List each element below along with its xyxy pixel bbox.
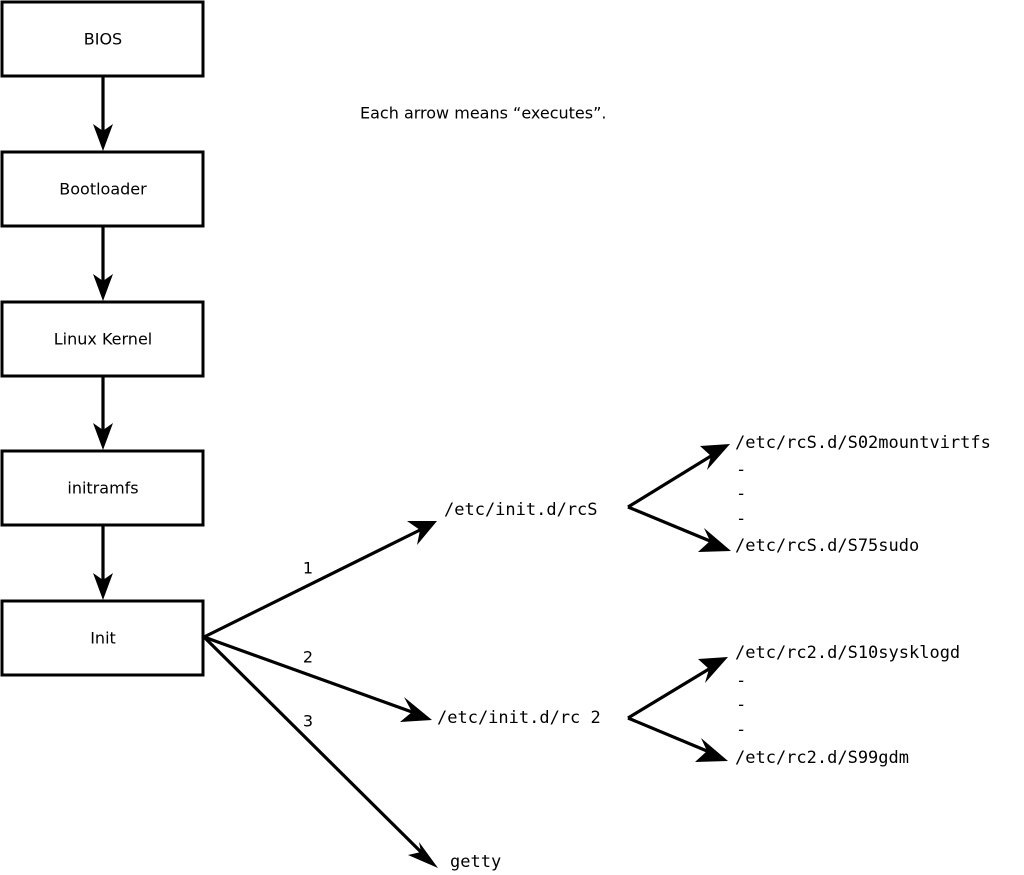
- branch-number-3: 3: [303, 712, 313, 731]
- connector-rcs-to-last-script: [627, 505, 731, 552]
- boot-chain-connectors: [93, 76, 113, 600]
- init-fanout-connectors: [202, 521, 438, 868]
- arrow-head-icon: [408, 842, 438, 868]
- label-getty[interactable]: getty: [450, 852, 501, 872]
- arrow-head-icon: [93, 423, 113, 450]
- box-label-bootloader: Bootloader: [59, 180, 147, 199]
- box-linux-kernel[interactable]: Linux Kernel: [0, 300, 205, 378]
- connector-init-to-rc2: [203, 635, 432, 722]
- box-initramfs[interactable]: initramfs: [0, 449, 205, 527]
- label-rcs-last-script[interactable]: /etc/rcS.d/S75sudo: [735, 536, 919, 556]
- connector-bios-to-bootloader: [93, 76, 113, 151]
- rcs-ellipsis-dash-3: -: [736, 509, 746, 529]
- label-rc2-first-script[interactable]: /etc/rc2.d/S10sysklogd: [735, 643, 960, 663]
- branch-number-1: 1: [303, 559, 313, 578]
- arrow-head-icon: [400, 697, 432, 722]
- connector-init-to-rcs: [203, 521, 437, 639]
- rc2-ellipsis-dash-2: -: [736, 695, 746, 715]
- connector-rc2-to-first-script: [627, 657, 728, 720]
- arrow-head-icon: [695, 738, 728, 762]
- box-bootloader[interactable]: Bootloader: [0, 150, 205, 228]
- label-rc2-last-script[interactable]: /etc/rc2.d/S99gdm: [735, 748, 909, 768]
- box-bios[interactable]: BIOS: [0, 0, 205, 78]
- arrow-head-icon: [700, 444, 730, 470]
- label-rcs-first-script[interactable]: /etc/rcS.d/S02mountvirtfs: [735, 433, 991, 453]
- connector-initramfs-to-init: [93, 525, 113, 600]
- connector-rc2-to-last-script: [627, 716, 728, 762]
- rc2-ellipsis-dash-3: -: [736, 720, 746, 740]
- rcs-script-list: /etc/rcS.d/S02mountvirtfs - - - /etc/rcS…: [735, 433, 991, 556]
- rc2-script-list: /etc/rc2.d/S10sysklogd - - - /etc/rc2.d/…: [735, 643, 960, 768]
- connector-init-to-getty: [202, 635, 438, 868]
- arrow-head-icon: [698, 657, 728, 683]
- arrow-head-icon: [698, 528, 731, 552]
- rcs-ellipsis-dash-2: -: [736, 484, 746, 504]
- rcs-fanout-connectors: [627, 444, 731, 552]
- rc2-ellipsis-dash-1: -: [736, 671, 746, 691]
- connector-bootloader-to-kernel: [93, 226, 113, 301]
- connector-kernel-to-initramfs: [93, 376, 113, 450]
- connector-rcs-to-first-script: [627, 444, 730, 509]
- arrow-head-icon: [407, 521, 437, 545]
- arrow-head-icon: [93, 124, 113, 151]
- branch-number-2: 2: [303, 648, 313, 667]
- box-label-init: Init: [90, 629, 116, 648]
- arrow-head-icon: [93, 573, 113, 600]
- caption-arrow-meaning: Each arrow means “executes”.: [360, 104, 606, 123]
- box-label-linux-kernel: Linux Kernel: [54, 330, 152, 349]
- rcs-ellipsis-dash-1: -: [736, 460, 746, 480]
- box-init[interactable]: Init: [0, 599, 205, 677]
- label-etc-init-d-rcs[interactable]: /etc/init.d/rcS: [444, 500, 598, 520]
- label-etc-init-d-rc2[interactable]: /etc/init.d/rc 2: [437, 708, 601, 728]
- arrow-head-icon: [93, 274, 113, 301]
- rc2-fanout-connectors: [627, 657, 728, 762]
- box-label-bios: BIOS: [84, 30, 122, 49]
- box-label-initramfs: initramfs: [67, 479, 138, 498]
